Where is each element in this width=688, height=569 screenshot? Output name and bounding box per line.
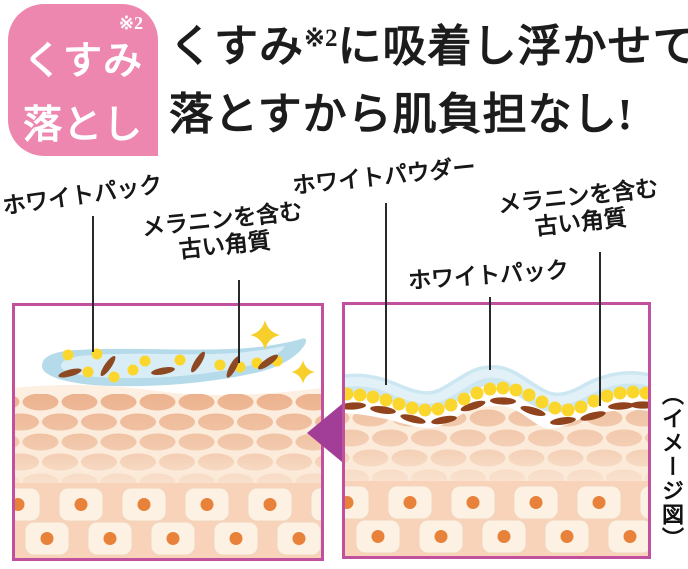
badge-line2: 落とし: [22, 104, 143, 147]
skin-illustration-lifted: [15, 320, 321, 558]
panel-pack-applied-diagram: [342, 302, 651, 559]
label-melanin-right: メラニンを含む 古い角質: [496, 174, 660, 241]
badge-line1: くすみ: [22, 40, 143, 83]
label-whitepowder: ホワイトパウダー: [291, 153, 477, 199]
skin-fade-overlay: [15, 394, 321, 488]
label-whitepack-left: ホワイトパック: [0, 170, 164, 220]
connector-line-whitepowder: [385, 203, 387, 385]
whitepowder-dots: [62, 348, 283, 383]
heading-line1: くすみ※2に吸着し浮かせて: [169, 22, 688, 71]
melanin-flecks: [345, 397, 648, 425]
panel-pack-lifted-diagram: [12, 303, 324, 561]
skin-cell-ovals: [345, 406, 648, 487]
connector-line-whitepack-right: [489, 297, 491, 370]
sparkle-icon: [250, 320, 315, 384]
dullness-removal-badge: ※2 くすみ 落とし: [8, 4, 158, 156]
arrow-left-icon: [307, 404, 342, 462]
page-title: くすみ※2に吸着し浮かせて 落とすから肌負担なし!: [169, 16, 688, 145]
heading-line2: 落とすから肌負担なし!: [169, 90, 634, 139]
label-melanin-left: メラニンを含む 古い角質: [140, 197, 304, 264]
image-note-vertical: （イメージ図）: [659, 383, 684, 551]
skin-illustration-applied: [345, 365, 648, 556]
melanin-flecks: [58, 351, 279, 378]
connector-line-melanin-right: [599, 252, 601, 406]
whitepowder-dot-row: [345, 381, 648, 417]
basal-cells-row-a: [15, 487, 321, 522]
connector-line-melanin-left: [238, 280, 240, 363]
whitepack-layer-highlight: [345, 368, 648, 406]
whitepack-blob-highlight: [61, 346, 285, 379]
heading-footnote-marker: ※2: [304, 25, 338, 52]
connector-line-whitepack-left: [92, 216, 94, 352]
label-whitepack-right: ホワイトパック: [407, 256, 570, 294]
basal-cells-row-b: [24, 521, 321, 556]
basal-cells-row-b: [355, 519, 648, 554]
badge-footnote-marker: ※2: [118, 13, 143, 33]
basal-cells-row-a: [345, 485, 648, 520]
